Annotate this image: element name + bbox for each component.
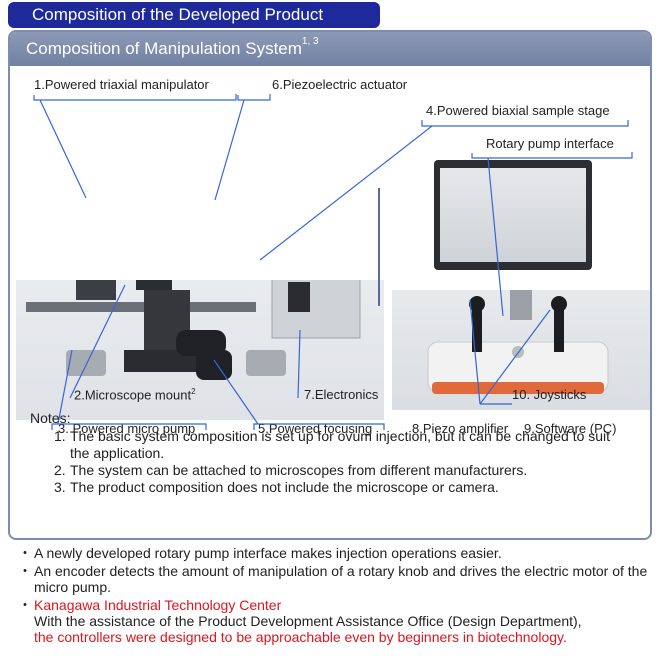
bullet-marker: ・ <box>18 563 32 579</box>
controller-illustration <box>427 290 609 394</box>
bullet-item: ・An encoder detects the amount of manipu… <box>18 563 648 595</box>
pc-monitor <box>434 160 592 270</box>
callout-powered-triaxial-manipulator: 1.Powered triaxial manipulator <box>34 77 209 92</box>
note-number: 1. <box>54 428 66 444</box>
bullet-text: An encoder detects the amount of manipul… <box>34 563 648 595</box>
note-number: 2. <box>54 462 66 478</box>
notes-title: Notes: <box>30 410 71 426</box>
notes-list: 1.The basic system composition is set up… <box>30 428 630 496</box>
bullet-item: ・ Kanagawa Industrial Technology Center … <box>18 597 648 645</box>
callout-electronics: 7.Electronics <box>304 387 379 402</box>
callout-powered-micro-pump: 3. Powered micro pump <box>58 421 196 436</box>
monitor-screen <box>440 168 586 262</box>
callout-joysticks: 10. Joysticks <box>512 387 587 402</box>
note-item: 3.The product composition does not inclu… <box>54 479 630 496</box>
bullet-marker: ・ <box>18 597 32 613</box>
composition-panel: Composition of Manipulation System1, 3 <box>8 30 652 540</box>
pc-joystick-photo <box>392 290 650 410</box>
callout-powered-focusing: 5.Powered focusing <box>258 421 373 436</box>
callout-microscope-mount-text: 2.Microscope mount <box>74 387 192 403</box>
note-text: The product composition does not include… <box>70 479 499 495</box>
callout-piezo-amplifier: 8.Piezo amplifier <box>412 421 509 436</box>
note-number: 3. <box>54 479 66 495</box>
callout-powered-biaxial-sample-stage: 4.Powered biaxial sample stage <box>426 103 610 118</box>
section-header: Composition of the Developed Product <box>8 2 380 28</box>
bullet-highlight-text: the controllers were designed to be appr… <box>34 629 567 645</box>
organization-name: Kanagawa Industrial Technology Center <box>34 597 282 613</box>
note-text: The basic system composition is set up f… <box>70 428 611 461</box>
callout-rotary-pump-interface: Rotary pump interface <box>486 136 614 151</box>
bullet-item: ・A newly developed rotary pump interface… <box>18 545 648 561</box>
bullet-text: With the assistance of the Product Devel… <box>34 613 582 629</box>
callout-microscope-mount-footnote: 2 <box>191 387 196 396</box>
callout-microscope-mount: 2.Microscope mount2 <box>74 387 196 402</box>
callout-software-pc: 9.Software (PC) <box>524 421 617 436</box>
note-item: 2.The system can be attached to microsco… <box>54 462 630 479</box>
panel-title-text: Composition of Manipulation System <box>26 39 302 58</box>
panel-title-footnote: 1, 3 <box>301 36 319 47</box>
bullet-marker: ・ <box>18 545 32 561</box>
panel-title: Composition of Manipulation System1, 3 <box>10 32 650 66</box>
notes-section: Notes: 1.The basic system composition is… <box>30 410 630 496</box>
photo-divider <box>378 188 380 306</box>
bullet-text: A newly developed rotary pump interface … <box>34 545 502 561</box>
callout-piezoelectric-actuator: 6.Piezoelectric actuator <box>272 77 408 92</box>
note-text: The system can be attached to microscope… <box>70 462 528 478</box>
feature-bullets: ・A newly developed rotary pump interface… <box>18 545 648 647</box>
note-item: 1.The basic system composition is set up… <box>54 428 630 462</box>
